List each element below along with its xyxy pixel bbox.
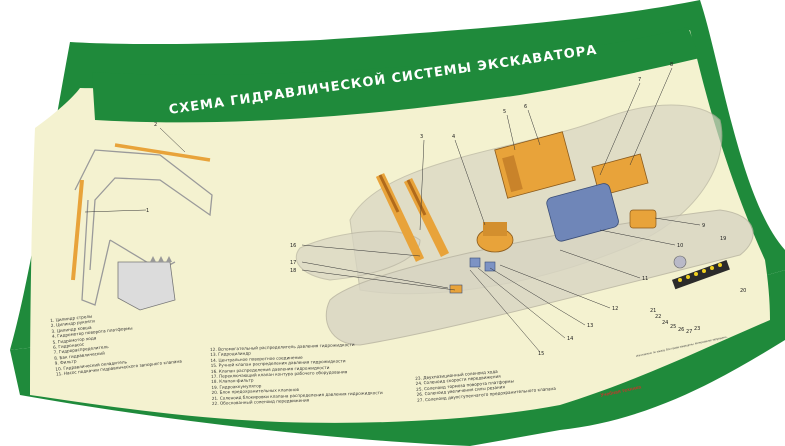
callout-22: 22 <box>655 314 661 320</box>
callout-10: 10 <box>677 243 683 249</box>
callout-26: 26 <box>678 327 684 333</box>
callout-16: 16 <box>290 243 296 249</box>
callout-11: 11 <box>642 276 648 282</box>
accumulator <box>673 255 687 269</box>
title-band <box>92 27 700 123</box>
callout-13: 13 <box>587 323 593 329</box>
callout-27: 27 <box>686 329 692 335</box>
callout-24: 24 <box>662 320 668 326</box>
callout-15: 15 <box>538 351 544 357</box>
boom-cylinder <box>71 179 84 281</box>
callout-19: 19 <box>720 236 726 242</box>
callout-14: 14 <box>567 336 573 342</box>
callout-9: 9 <box>702 223 705 229</box>
callout-1: 1 <box>146 208 149 214</box>
callout-18: 18 <box>290 268 296 274</box>
legend-column-2: 12. Вспомогательный распределитель давле… <box>210 341 383 406</box>
callout-6: 6 <box>524 104 527 110</box>
callout-20: 20 <box>740 288 746 294</box>
callout-7: 7 <box>638 77 641 83</box>
hydraulic-tank <box>546 183 619 242</box>
callout-17: 17 <box>290 260 296 266</box>
callout-23: 23 <box>694 326 700 332</box>
callout-25: 25 <box>670 324 676 330</box>
leader-lines <box>84 67 701 353</box>
bucket <box>117 261 176 311</box>
callout-2: 2 <box>154 122 157 128</box>
solenoid-bank <box>671 260 730 290</box>
callout-21: 21 <box>650 308 656 314</box>
filter <box>629 209 657 229</box>
callout-3: 3 <box>420 134 423 140</box>
callout-8: 8 <box>670 62 673 68</box>
main-cylinders <box>375 173 450 262</box>
callout-12: 12 <box>612 306 618 312</box>
callout-4: 4 <box>452 134 455 140</box>
callout-5: 5 <box>503 109 506 115</box>
